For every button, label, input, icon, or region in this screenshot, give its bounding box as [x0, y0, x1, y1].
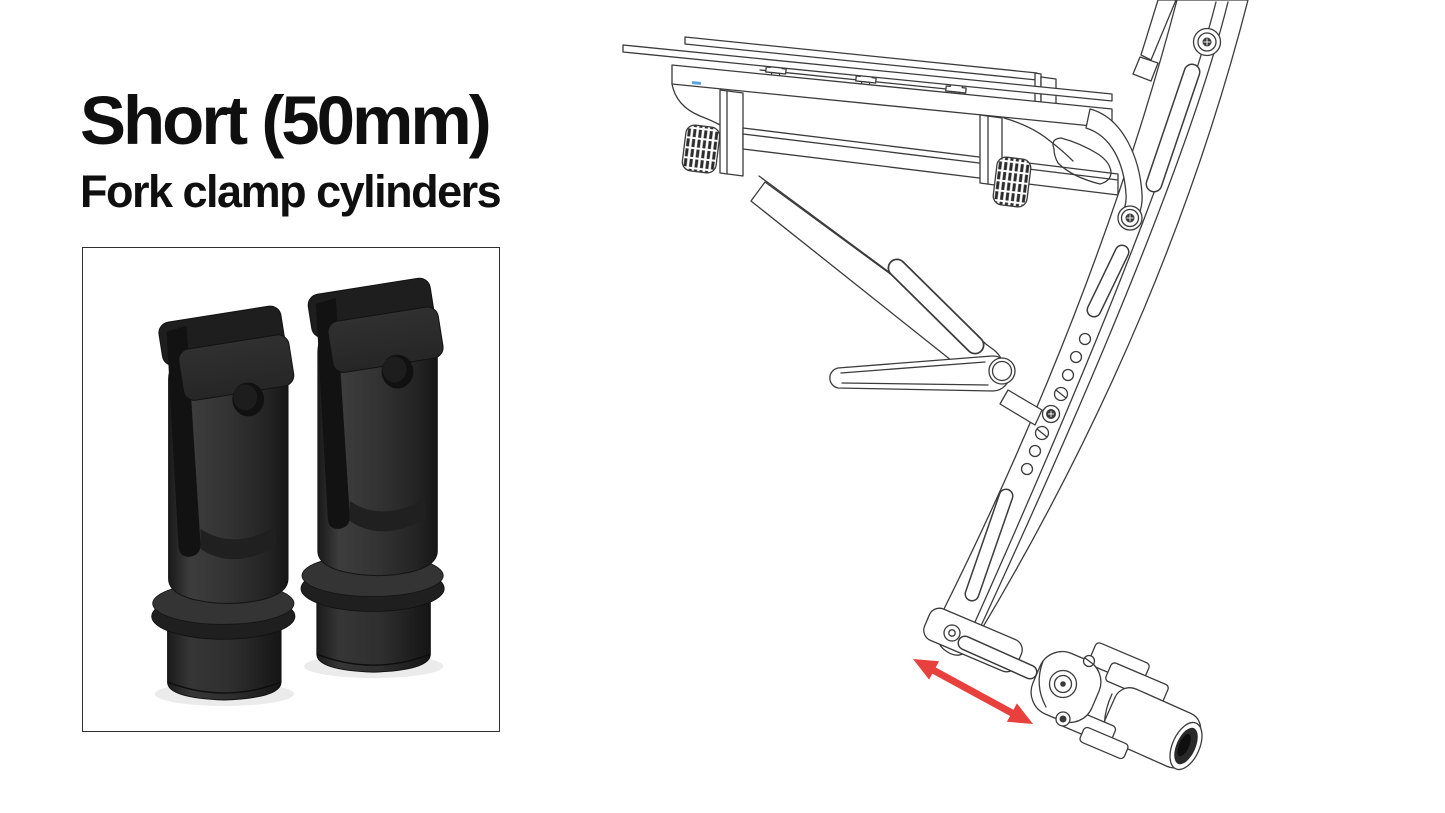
title-block: Short (50mm) Fork clamp cylinders [80, 82, 502, 217]
product-photo-frame [82, 247, 500, 732]
pivot-arm [829, 355, 1016, 392]
tray-assembly [622, 36, 1143, 222]
main-rail [936, 0, 1249, 656]
page-subtitle: Fork clamp cylinders [80, 166, 502, 217]
fork-clamp-joint [923, 607, 1203, 771]
hinge-screw [1117, 205, 1143, 231]
knurled-knob-left [681, 124, 721, 174]
rail-top-screw [1192, 27, 1222, 57]
seat-plate-edge [1132, 0, 1177, 82]
page-title: Short (50mm) [80, 82, 492, 159]
adjustment-holes [1020, 332, 1092, 476]
selection-highlight [691, 81, 702, 85]
slide-direction-arrow [913, 659, 1033, 724]
knurled-knob-right [992, 156, 1032, 208]
